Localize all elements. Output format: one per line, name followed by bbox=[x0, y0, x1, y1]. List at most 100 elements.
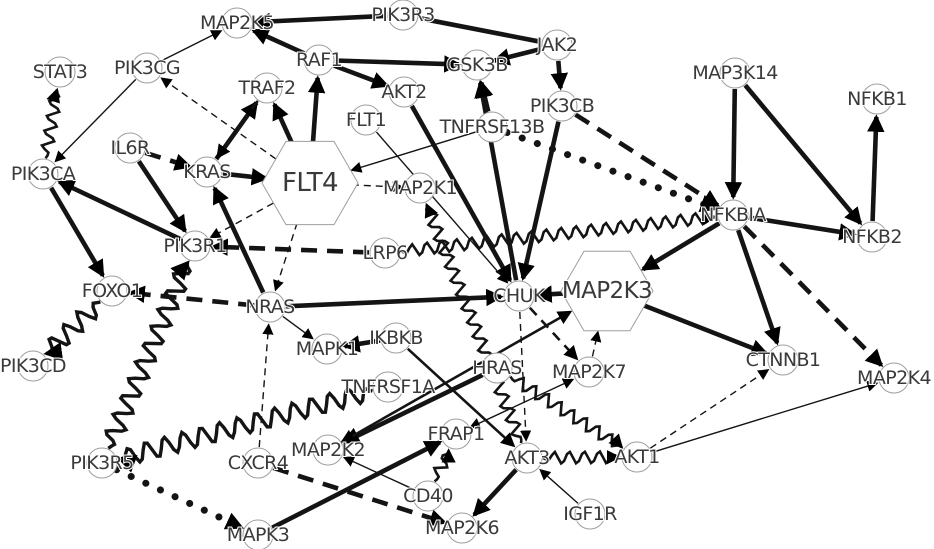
node-label: NFKBIA bbox=[700, 204, 766, 226]
node-KRAS[interactable]: KRAS bbox=[182, 156, 232, 188]
edge-NRAS-MAPK1 bbox=[282, 315, 314, 340]
node-MAP2K4[interactable]: MAP2K4 bbox=[856, 362, 933, 394]
node-JAK2[interactable]: JAK2 bbox=[535, 29, 579, 61]
node-MAP3K14[interactable]: MAP3K14 bbox=[691, 57, 780, 89]
node-IGF1R[interactable]: IGF1R bbox=[562, 498, 619, 530]
node-label: PIK3CD bbox=[0, 355, 66, 377]
circle-shape bbox=[114, 132, 146, 164]
edge-PIK3R1-PIK3CA bbox=[56, 179, 182, 242]
circle-shape bbox=[312, 434, 344, 466]
node-FLT4[interactable]: FLT4 bbox=[261, 140, 359, 226]
node-label: MAP2K7 bbox=[552, 361, 626, 383]
node-STAT3[interactable]: STAT3 bbox=[32, 56, 89, 88]
edge-PIK3CG-PIK3CA bbox=[54, 78, 137, 163]
edge-HRAS-AKT1 bbox=[509, 375, 624, 449]
edge-FOXO1-PIK3CD bbox=[43, 300, 101, 361]
circle-shape bbox=[191, 156, 223, 188]
circle-shape bbox=[861, 83, 893, 115]
node-PIK3R5[interactable]: PIK3R5 bbox=[69, 447, 135, 479]
node-NFKB2[interactable]: NFKB2 bbox=[841, 221, 903, 253]
node-MAP2K3[interactable]: MAP2K3 bbox=[560, 250, 654, 332]
edge-CD40-MAP2K2 bbox=[342, 456, 414, 490]
node-label: TRAF2 bbox=[237, 77, 295, 99]
node-label: LRP6 bbox=[363, 242, 408, 264]
node-FLT1[interactable]: FLT1 bbox=[345, 104, 388, 136]
node-TNFRSF13B[interactable]: TNFRSF13B bbox=[438, 111, 546, 143]
edge-LRP6-NFKBIA bbox=[400, 210, 718, 257]
circle-shape bbox=[372, 371, 404, 403]
node-AKT3[interactable]: AKT3 bbox=[503, 442, 551, 474]
node-label: MAP2K3 bbox=[562, 278, 652, 304]
edge-RAF1-MAP2K5 bbox=[251, 28, 306, 56]
node-AKT1[interactable]: AKT1 bbox=[613, 441, 661, 473]
node-label: MAP2K4 bbox=[857, 367, 931, 389]
edge-PIK3CG-MAP2K5 bbox=[160, 30, 223, 62]
node-NFKB1[interactable]: NFKB1 bbox=[846, 83, 908, 115]
edge-JAK2-PIK3R3 bbox=[420, 16, 542, 45]
node-MAPK3[interactable]: MAPK3 bbox=[226, 519, 291, 549]
node-MAP2K2[interactable]: MAP2K2 bbox=[290, 434, 367, 466]
node-label: PIK3CB bbox=[530, 95, 594, 117]
node-PIK3CA[interactable]: PIK3CA bbox=[10, 158, 77, 190]
edge-NFKBIA-NFKB2 bbox=[748, 215, 857, 241]
node-PIK3CG[interactable]: PIK3CG bbox=[113, 52, 182, 84]
node-NFKBIA[interactable]: NFKBIA bbox=[699, 199, 768, 231]
node-LRP6[interactable]: LRP6 bbox=[362, 237, 409, 269]
node-label: TNFRSF1A bbox=[340, 376, 435, 398]
circle-shape bbox=[767, 344, 799, 376]
edge-MAP3K14-NFKBIA bbox=[724, 88, 743, 200]
circle-shape bbox=[131, 52, 163, 84]
circle-shape bbox=[412, 480, 444, 512]
edge-IGF1R-AKT3 bbox=[539, 468, 579, 504]
node-CXCR4[interactable]: CXCR4 bbox=[227, 447, 290, 479]
node-label: PIK3CA bbox=[11, 163, 76, 185]
node-PIK3CD[interactable]: PIK3CD bbox=[0, 350, 68, 382]
circle-shape bbox=[242, 519, 274, 549]
node-label: RAF1 bbox=[296, 49, 342, 71]
node-TRAF2[interactable]: TRAF2 bbox=[236, 72, 297, 104]
node-CTNNB1[interactable]: CTNNB1 bbox=[745, 344, 822, 376]
node-label: FLT1 bbox=[346, 109, 386, 131]
edge-CD40-FRAP1 bbox=[432, 448, 456, 483]
edge-MAP2K2-MAP2K3 bbox=[340, 310, 573, 444]
node-FOXO1[interactable]: FOXO1 bbox=[81, 275, 144, 307]
node-MAP2K5[interactable]: MAP2K5 bbox=[199, 7, 276, 39]
node-AKT2[interactable]: AKT2 bbox=[380, 76, 428, 108]
node-CHUK[interactable]: CHUK bbox=[492, 280, 547, 312]
circle-shape bbox=[311, 333, 343, 365]
node-GSK3B[interactable]: GSK3B bbox=[445, 49, 509, 81]
node-FRAP1[interactable]: FRAP1 bbox=[427, 418, 486, 450]
node-label: KRAS bbox=[183, 161, 231, 183]
node-PIK3R1[interactable]: PIK3R1 bbox=[162, 230, 228, 262]
circle-shape bbox=[717, 199, 749, 231]
edge-AKT2-CHUK bbox=[409, 104, 513, 283]
circle-shape bbox=[17, 350, 49, 382]
node-IKBKB[interactable]: IKBKB bbox=[368, 322, 424, 354]
node-CD40[interactable]: CD40 bbox=[402, 480, 454, 512]
edge-TNFRSF13B-FLT4 bbox=[350, 131, 477, 173]
circle-shape bbox=[503, 280, 535, 312]
node-label: NRAS bbox=[245, 296, 294, 318]
node-NRAS[interactable]: NRAS bbox=[244, 291, 296, 323]
edge-AKT1-CTNNB1 bbox=[649, 369, 770, 449]
circle-shape bbox=[251, 72, 283, 104]
circle-shape bbox=[221, 7, 253, 39]
node-PIK3R3[interactable]: PIK3R3 bbox=[370, 0, 436, 31]
edge-IL6R-PIK3R1 bbox=[136, 160, 187, 234]
edge-PIK3R3-MAP2K5 bbox=[252, 12, 388, 31]
node-TNFRSF1A[interactable]: TNFRSF1A bbox=[339, 371, 437, 403]
circle-shape bbox=[96, 275, 128, 307]
node-IL6R[interactable]: IL6R bbox=[109, 132, 152, 164]
circle-shape bbox=[387, 0, 419, 31]
node-MAP2K1[interactable]: MAP2K1 bbox=[382, 172, 459, 204]
node-RAF1[interactable]: RAF1 bbox=[295, 44, 344, 76]
node-HRAS[interactable]: HRAS bbox=[471, 352, 523, 384]
node-MAP2K6[interactable]: MAP2K6 bbox=[424, 512, 501, 544]
node-label: PIK3R3 bbox=[371, 4, 434, 26]
node-MAPK1[interactable]: MAPK1 bbox=[295, 333, 360, 365]
edge-IL6R-KRAS bbox=[144, 150, 193, 171]
edge-NRAS-KRAS bbox=[212, 185, 266, 294]
node-MAP2K7[interactable]: MAP2K7 bbox=[551, 356, 628, 388]
node-PIK3CB[interactable]: PIK3CB bbox=[529, 90, 596, 122]
